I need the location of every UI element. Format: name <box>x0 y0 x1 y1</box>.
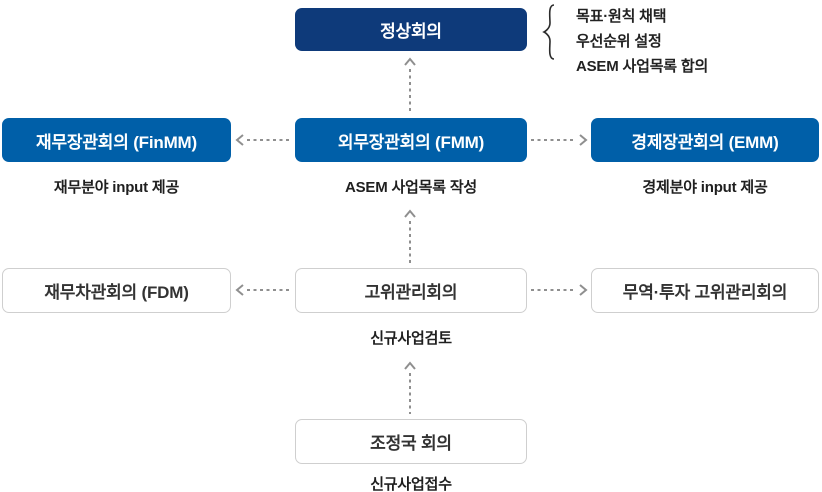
brace-icon <box>542 4 555 60</box>
arrow-up-icon <box>404 361 416 414</box>
finance-ministers-label: 재무장관회의 (FinMM) <box>36 132 197 152</box>
summit-notes-list: 목표·원칙 채택 우선순위 설정 ASEM 사업목록 합의 <box>576 5 708 76</box>
foreign-ministers-label: 외무장관회의 (FMM) <box>337 132 485 152</box>
finance-ministers-caption: 재무분야 input 제공 <box>53 179 180 196</box>
coordinators-meeting-label: 조정국 회의 <box>370 434 452 453</box>
finance-deputies-label: 재무차관회의 (FDM) <box>44 283 189 302</box>
summit-note: 우선순위 설정 <box>576 33 662 50</box>
summit-meeting-label: 정상회의 <box>380 22 442 41</box>
coordinators-meeting-caption: 신규사업접수 <box>370 476 452 492</box>
finance-ministers-box: 재무장관회의 (FinMM) <box>2 118 231 162</box>
economic-ministers-caption: 경제분야 input 제공 <box>642 179 768 196</box>
arrow-left-icon <box>235 284 292 296</box>
foreign-ministers-caption: ASEM 사업목록 작성 <box>344 179 478 196</box>
economic-ministers-label: 경제장관회의 (EMM) <box>631 132 779 152</box>
senior-officials-label: 고위관리회의 <box>364 283 458 302</box>
finance-deputies-box: 재무차관회의 (FDM) <box>2 268 231 313</box>
arrow-right-icon <box>531 134 588 146</box>
arrow-up-icon <box>404 209 416 266</box>
economic-ministers-box: 경제장관회의 (EMM) <box>591 118 819 162</box>
coordinators-meeting-box: 조정국 회의 <box>295 419 527 464</box>
trade-investment-officials-label: 무역·투자 고위관리회의 <box>622 283 788 302</box>
arrow-left-icon <box>235 134 292 146</box>
summit-note: ASEM 사업목록 합의 <box>576 58 709 75</box>
summit-meeting-box: 정상회의 <box>295 8 527 51</box>
arrow-up-icon <box>404 57 416 114</box>
senior-officials-caption: 신규사업검토 <box>370 330 452 347</box>
trade-investment-officials-box: 무역·투자 고위관리회의 <box>591 268 819 313</box>
senior-officials-box: 고위관리회의 <box>295 268 527 313</box>
foreign-ministers-box: 외무장관회의 (FMM) <box>295 118 527 162</box>
summit-note: 목표·원칙 채택 <box>576 8 667 25</box>
arrow-right-icon <box>531 284 588 296</box>
